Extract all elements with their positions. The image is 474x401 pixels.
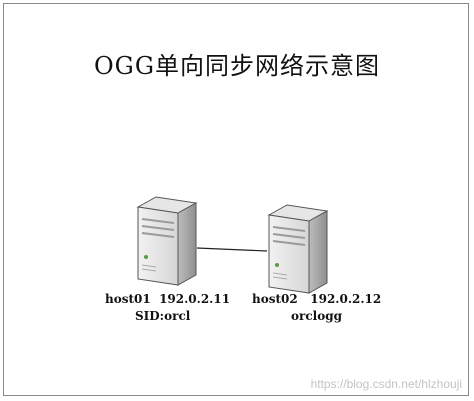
target-host-label: host02 192.0.2.12 [252, 292, 382, 306]
source-server-icon [134, 195, 198, 287]
target-db-label: orclogg [291, 309, 342, 323]
diagram-frame [3, 3, 469, 396]
connection-line [196, 247, 268, 252]
watermark: https://blog.csdn.net/hlzhouji [310, 377, 462, 391]
diagram-title: OGG单向同步网络示意图 [93, 52, 381, 80]
source-sid-label: SID:orcl [135, 309, 191, 323]
target-server-icon [265, 203, 329, 295]
source-host-label: host01 192.0.2.11 [105, 292, 231, 306]
